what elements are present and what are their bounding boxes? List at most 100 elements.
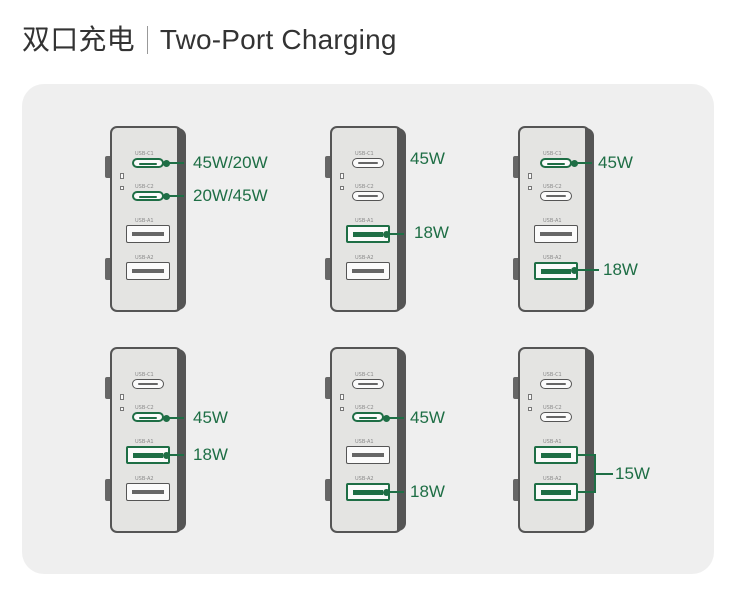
leader-dot xyxy=(571,266,578,274)
charger-side xyxy=(585,349,594,531)
usb-c2-port xyxy=(540,412,572,422)
usb-c1-label: USB-C1 xyxy=(355,151,374,157)
usb-a2-label: USB-A2 xyxy=(355,476,374,482)
usb-a-shared-power-label: 15W xyxy=(615,464,650,483)
leader-line xyxy=(385,233,404,235)
usb-c2-power-label: 20W/45W xyxy=(193,186,268,205)
charger-body xyxy=(110,126,182,312)
usb-c2-port xyxy=(540,191,572,201)
content-panel: USB-C1 USB-C2 USB-A1 USB-A2 45W/20W 20W/… xyxy=(22,84,714,574)
leader-line xyxy=(573,269,599,271)
usb-c1-port xyxy=(540,158,572,168)
leader-line xyxy=(385,491,404,493)
leader-dot xyxy=(571,159,578,167)
usb-c2-label: USB-C2 xyxy=(543,184,562,190)
usb-c1-port xyxy=(132,158,164,168)
leader-dot xyxy=(163,414,170,422)
charger-clip xyxy=(325,258,330,280)
usb-c1-power-label: 45W/20W xyxy=(193,153,268,172)
usb-c1-label: USB-C1 xyxy=(543,151,562,157)
leader-line xyxy=(165,162,184,164)
indicator-led xyxy=(528,173,532,179)
usb-c1-label: USB-C1 xyxy=(543,372,562,378)
usb-a1-port xyxy=(126,446,170,464)
usb-c2-label: USB-C2 xyxy=(355,184,374,190)
indicator-led xyxy=(120,407,124,411)
usb-c-power-label: 45W xyxy=(410,149,445,168)
usb-a1-label: USB-A1 xyxy=(355,439,374,445)
leader-line xyxy=(165,417,184,419)
leader-dot xyxy=(163,159,170,167)
indicator-led xyxy=(528,186,532,190)
usb-c2-port xyxy=(352,412,384,422)
usb-a2-label: USB-A2 xyxy=(543,255,562,261)
usb-c2-port xyxy=(132,191,164,201)
usb-a2-power-label: 18W xyxy=(603,260,638,279)
leader-dot xyxy=(383,488,390,496)
usb-a2-label: USB-A2 xyxy=(355,255,374,261)
charger-side xyxy=(177,128,186,310)
usb-c1-label: USB-C1 xyxy=(355,372,374,378)
usb-a1-label: USB-A1 xyxy=(543,218,562,224)
charger-side xyxy=(397,349,406,531)
bracket-line xyxy=(594,473,613,475)
usb-c2-power-label: 45W xyxy=(410,408,445,427)
charger-illustration: USB-C1 USB-C2 USB-A1 USB-A2 xyxy=(513,347,594,533)
usb-a1-power-label: 18W xyxy=(193,445,228,464)
indicator-led xyxy=(120,186,124,190)
usb-a1-power-label: 18W xyxy=(414,223,449,242)
usb-a2-port xyxy=(126,262,170,280)
usb-a1-label: USB-A1 xyxy=(135,218,154,224)
bracket-line xyxy=(578,491,595,493)
charger-clip xyxy=(105,258,110,280)
bracket-line xyxy=(578,454,595,456)
charger-clip xyxy=(105,156,110,178)
indicator-led xyxy=(528,407,532,411)
usb-a1-port xyxy=(534,446,578,464)
usb-c2-port xyxy=(132,412,164,422)
usb-a2-port xyxy=(126,483,170,501)
usb-a1-port xyxy=(346,446,390,464)
usb-a2-label: USB-A2 xyxy=(135,255,154,261)
charger-side xyxy=(177,349,186,531)
charger-clip xyxy=(325,479,330,501)
usb-a1-port xyxy=(346,225,390,243)
usb-c1-label: USB-C1 xyxy=(135,151,154,157)
usb-a2-power-label: 18W xyxy=(410,482,445,501)
usb-c1-port xyxy=(540,379,572,389)
leader-dot xyxy=(383,230,390,238)
usb-c1-port xyxy=(132,379,164,389)
charger-clip xyxy=(513,377,518,399)
usb-a2-port xyxy=(534,483,578,501)
usb-a2-port xyxy=(346,262,390,280)
charger-illustration: USB-C1 USB-C2 USB-A1 USB-A2 xyxy=(325,126,406,312)
charger-body xyxy=(330,347,402,533)
usb-c2-label: USB-C2 xyxy=(135,405,154,411)
indicator-led xyxy=(340,394,344,400)
usb-c1-port xyxy=(352,379,384,389)
usb-a1-port xyxy=(126,225,170,243)
indicator-led xyxy=(340,186,344,190)
charger-clip xyxy=(325,377,330,399)
indicator-led xyxy=(340,173,344,179)
usb-c2-label: USB-C2 xyxy=(355,405,374,411)
page-title-english: Two-Port Charging xyxy=(159,24,397,55)
charger-clip xyxy=(513,156,518,178)
leader-dot xyxy=(383,414,390,422)
usb-c2-label: USB-C2 xyxy=(135,184,154,190)
title-divider xyxy=(146,26,148,54)
indicator-led xyxy=(120,394,124,400)
indicator-led xyxy=(528,394,532,400)
leader-line xyxy=(165,195,184,197)
leader-line xyxy=(165,454,184,456)
leader-dot xyxy=(163,192,170,200)
usb-c1-port xyxy=(352,158,384,168)
charger-body xyxy=(518,347,590,533)
usb-c2-power-label: 45W xyxy=(193,408,228,427)
usb-c1-label: USB-C1 xyxy=(135,372,154,378)
charger-side xyxy=(397,128,406,310)
usb-a1-label: USB-A1 xyxy=(543,439,562,445)
usb-a1-port xyxy=(534,225,578,243)
charger-clip xyxy=(513,258,518,280)
